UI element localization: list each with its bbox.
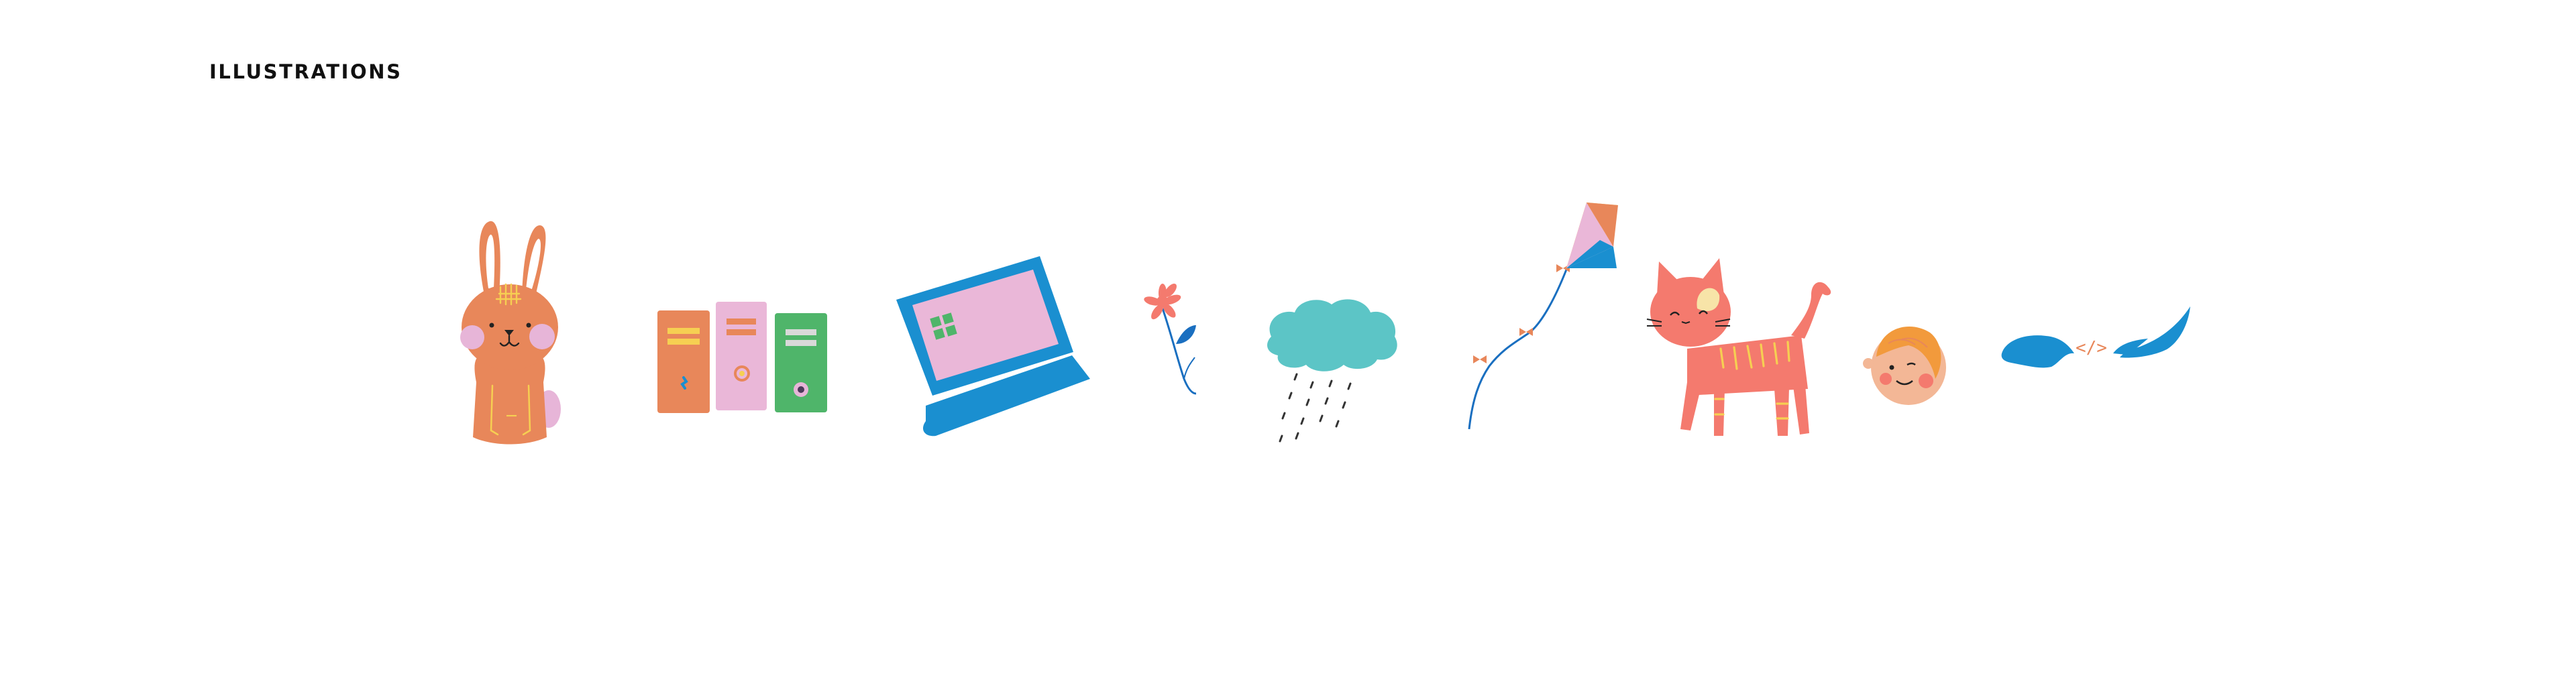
section-title: ILLUSTRATIONS [209, 60, 402, 83]
boy-face-illustration [1863, 327, 1946, 405]
laptop-illustration [896, 256, 1090, 437]
cat-illustration [1646, 258, 1831, 436]
bunny-illustration [460, 221, 561, 445]
code-wings-illustration: </> [2001, 306, 2190, 368]
flower-illustration [1144, 284, 1197, 395]
svg-text:</>: </> [2076, 338, 2107, 358]
folders-illustration [657, 302, 827, 413]
rain-cloud-illustration [1267, 299, 1397, 443]
kite-illustration [1468, 203, 1618, 430]
